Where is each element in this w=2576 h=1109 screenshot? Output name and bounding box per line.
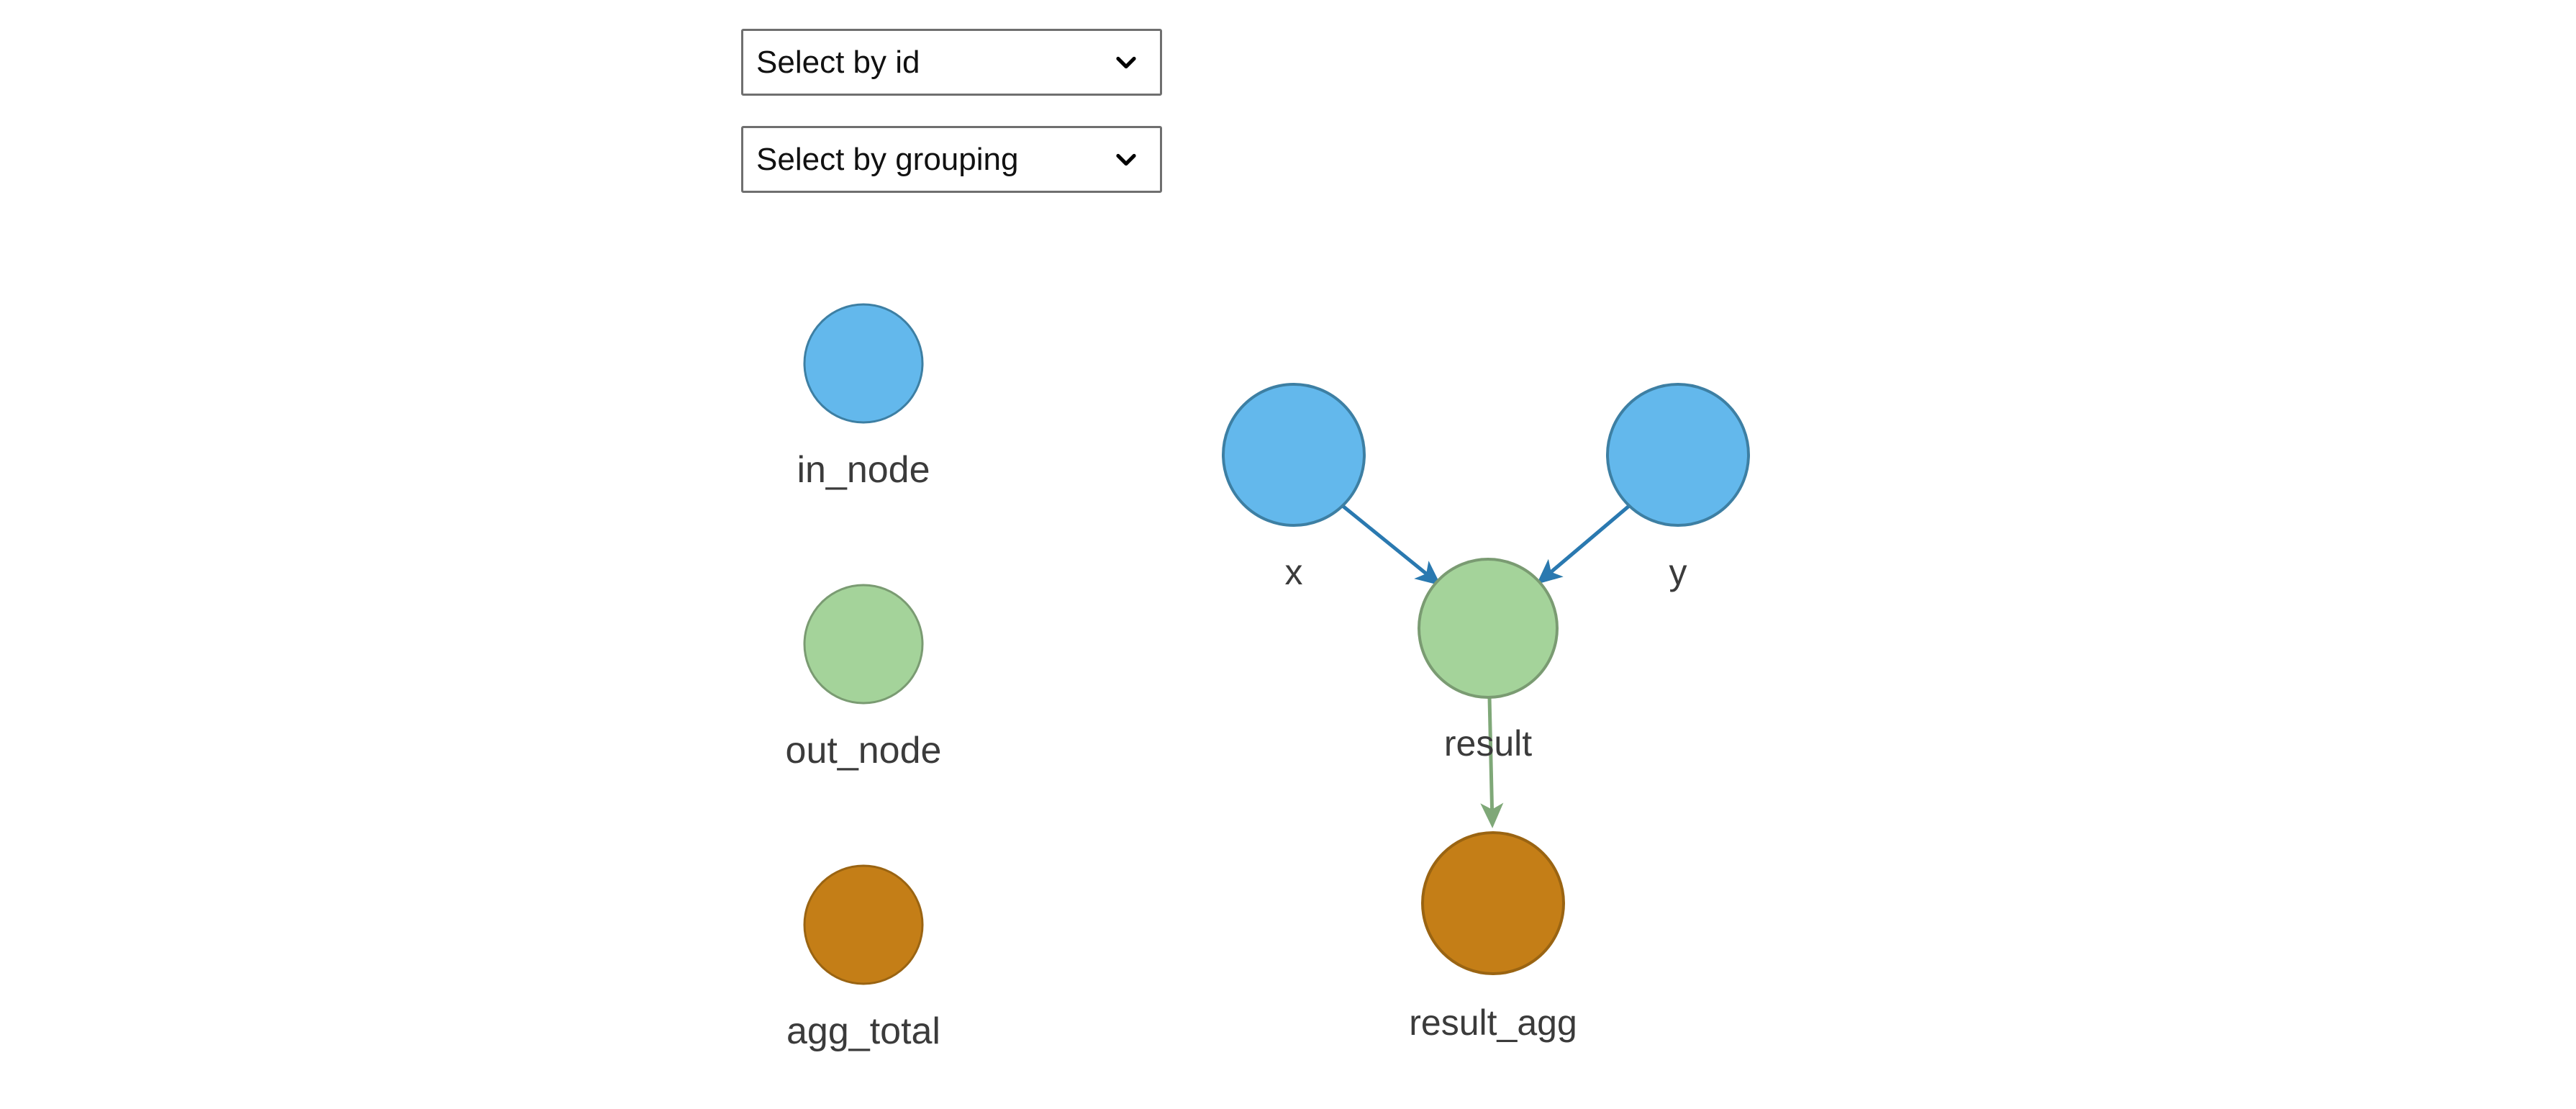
legend-swatch-in-node[interactable]	[803, 303, 924, 424]
select-by-id-label: Select by id	[756, 44, 920, 80]
node-circle-result[interactable]	[1418, 558, 1559, 699]
graph-node-x[interactable]: x	[1222, 383, 1366, 592]
select-by-grouping-label: Select by grouping	[756, 141, 1019, 177]
node-circle-result-agg[interactable]	[1421, 831, 1565, 975]
node-circle-y[interactable]	[1606, 383, 1750, 527]
node-circle-x[interactable]	[1222, 383, 1366, 527]
chevron-down-icon[interactable]	[1112, 146, 1140, 173]
legend-label-in-node: in_node	[797, 449, 930, 491]
legend-item-out-node[interactable]: out_node	[786, 584, 942, 771]
legend: in_node out_node agg_total	[786, 303, 942, 1052]
node-label-result: result	[1444, 723, 1532, 764]
graph-node-y[interactable]: y	[1606, 383, 1750, 592]
legend-label-agg-total: agg_total	[786, 1010, 940, 1052]
graph-node-result-agg[interactable]: result_agg	[1409, 831, 1577, 1043]
legend-item-agg-total[interactable]: agg_total	[786, 864, 940, 1052]
legend-label-out-node: out_node	[786, 730, 942, 771]
graph-nodes: x y result result_agg	[1222, 383, 1750, 1043]
graph-node-result[interactable]: result	[1418, 558, 1559, 764]
edge-result-to-result-agg	[1480, 697, 1504, 828]
edge-y-to-result-arrow	[1536, 504, 1631, 584]
legend-item-in-node[interactable]: in_node	[797, 303, 930, 491]
select-by-id-dropdown[interactable]: Select by id	[741, 29, 1162, 96]
legend-swatch-agg-total[interactable]	[803, 864, 924, 985]
node-label-y: y	[1669, 552, 1687, 592]
node-label-result-agg: result_agg	[1409, 1002, 1577, 1043]
legend-swatch-out-node[interactable]	[803, 584, 924, 705]
chevron-down-icon[interactable]	[1112, 49, 1140, 76]
graph-edge-overlay	[1536, 504, 1631, 584]
edge-x-to-result	[1341, 504, 1441, 586]
selector-panel: Select by id Select by grouping	[741, 29, 1162, 223]
select-by-grouping-dropdown[interactable]: Select by grouping	[741, 126, 1162, 193]
node-label-x: x	[1285, 552, 1303, 592]
